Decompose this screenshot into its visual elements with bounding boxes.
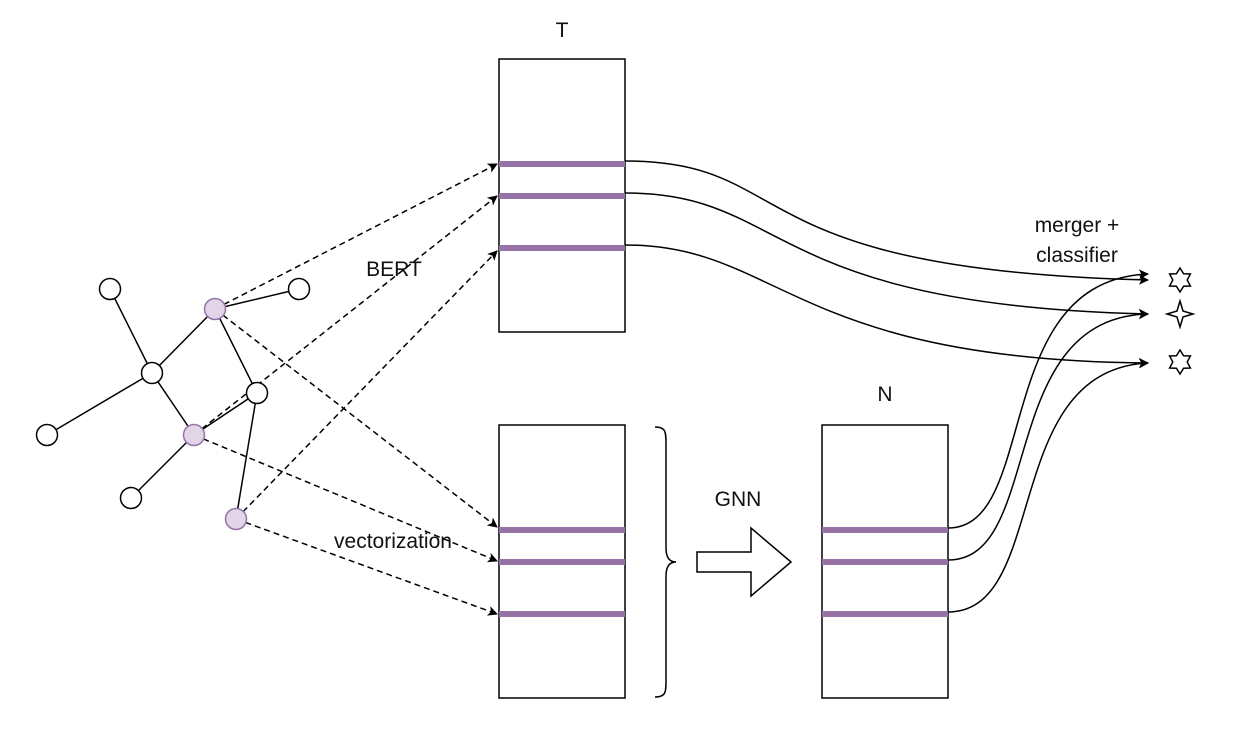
graph-node	[245, 381, 269, 405]
graph-node-highlighted	[203, 297, 227, 321]
graph-node	[119, 486, 143, 510]
graph-edge	[235, 392, 258, 520]
gnn-arrow	[696, 526, 793, 598]
graph-nodes	[35, 277, 311, 531]
vectorization-arrow	[214, 308, 498, 528]
four-pointed-star-icon	[1164, 298, 1196, 330]
graph-node-highlighted	[182, 423, 206, 447]
graph-node	[35, 423, 59, 447]
embedding-arrows	[193, 163, 498, 616]
gnn-label: GNN	[715, 488, 762, 511]
graph-node	[98, 277, 122, 301]
bert-arrow	[214, 163, 498, 310]
n-to-output-curve	[947, 309, 1149, 561]
graph-node-highlighted	[224, 507, 248, 531]
graph-edge	[151, 308, 216, 374]
graph-node	[140, 361, 164, 385]
graph-edge	[151, 372, 195, 436]
t-to-output-curve	[624, 244, 1149, 368]
t-matrix-label: T	[556, 19, 569, 42]
vector-matrix	[498, 424, 626, 699]
six-pointed-star-icon	[1168, 266, 1192, 294]
vectorization-arrow	[193, 434, 498, 563]
merge-connectors	[624, 160, 1149, 613]
n-to-output-curve	[947, 269, 1149, 529]
t-matrix	[498, 58, 626, 333]
vectorization-arrow	[235, 518, 498, 616]
graph-edge	[109, 288, 153, 374]
bert-arrow	[235, 250, 498, 520]
bert-arrow	[193, 195, 498, 436]
graph-edges	[46, 288, 300, 520]
graph-edge	[46, 372, 153, 436]
six-pointed-star-icon	[1168, 348, 1192, 376]
outputs	[1164, 266, 1196, 376]
graph-edge	[214, 288, 300, 310]
classifier-label: classifier	[1036, 244, 1118, 267]
t-to-output-curve	[624, 192, 1149, 319]
t-to-output-curve	[624, 160, 1149, 285]
n-to-output-curve	[947, 358, 1149, 613]
graph-edge	[193, 392, 258, 436]
graph-node	[287, 277, 311, 301]
bert-label: BERT	[366, 258, 422, 281]
graph-edge	[214, 308, 258, 394]
graph-edge	[130, 434, 195, 499]
vectorization-label: vectorization	[334, 530, 452, 553]
curly-brace	[654, 426, 677, 698]
n-matrix-label: N	[877, 383, 892, 406]
merger-label: merger +	[1035, 214, 1120, 237]
n-matrix	[821, 424, 949, 699]
